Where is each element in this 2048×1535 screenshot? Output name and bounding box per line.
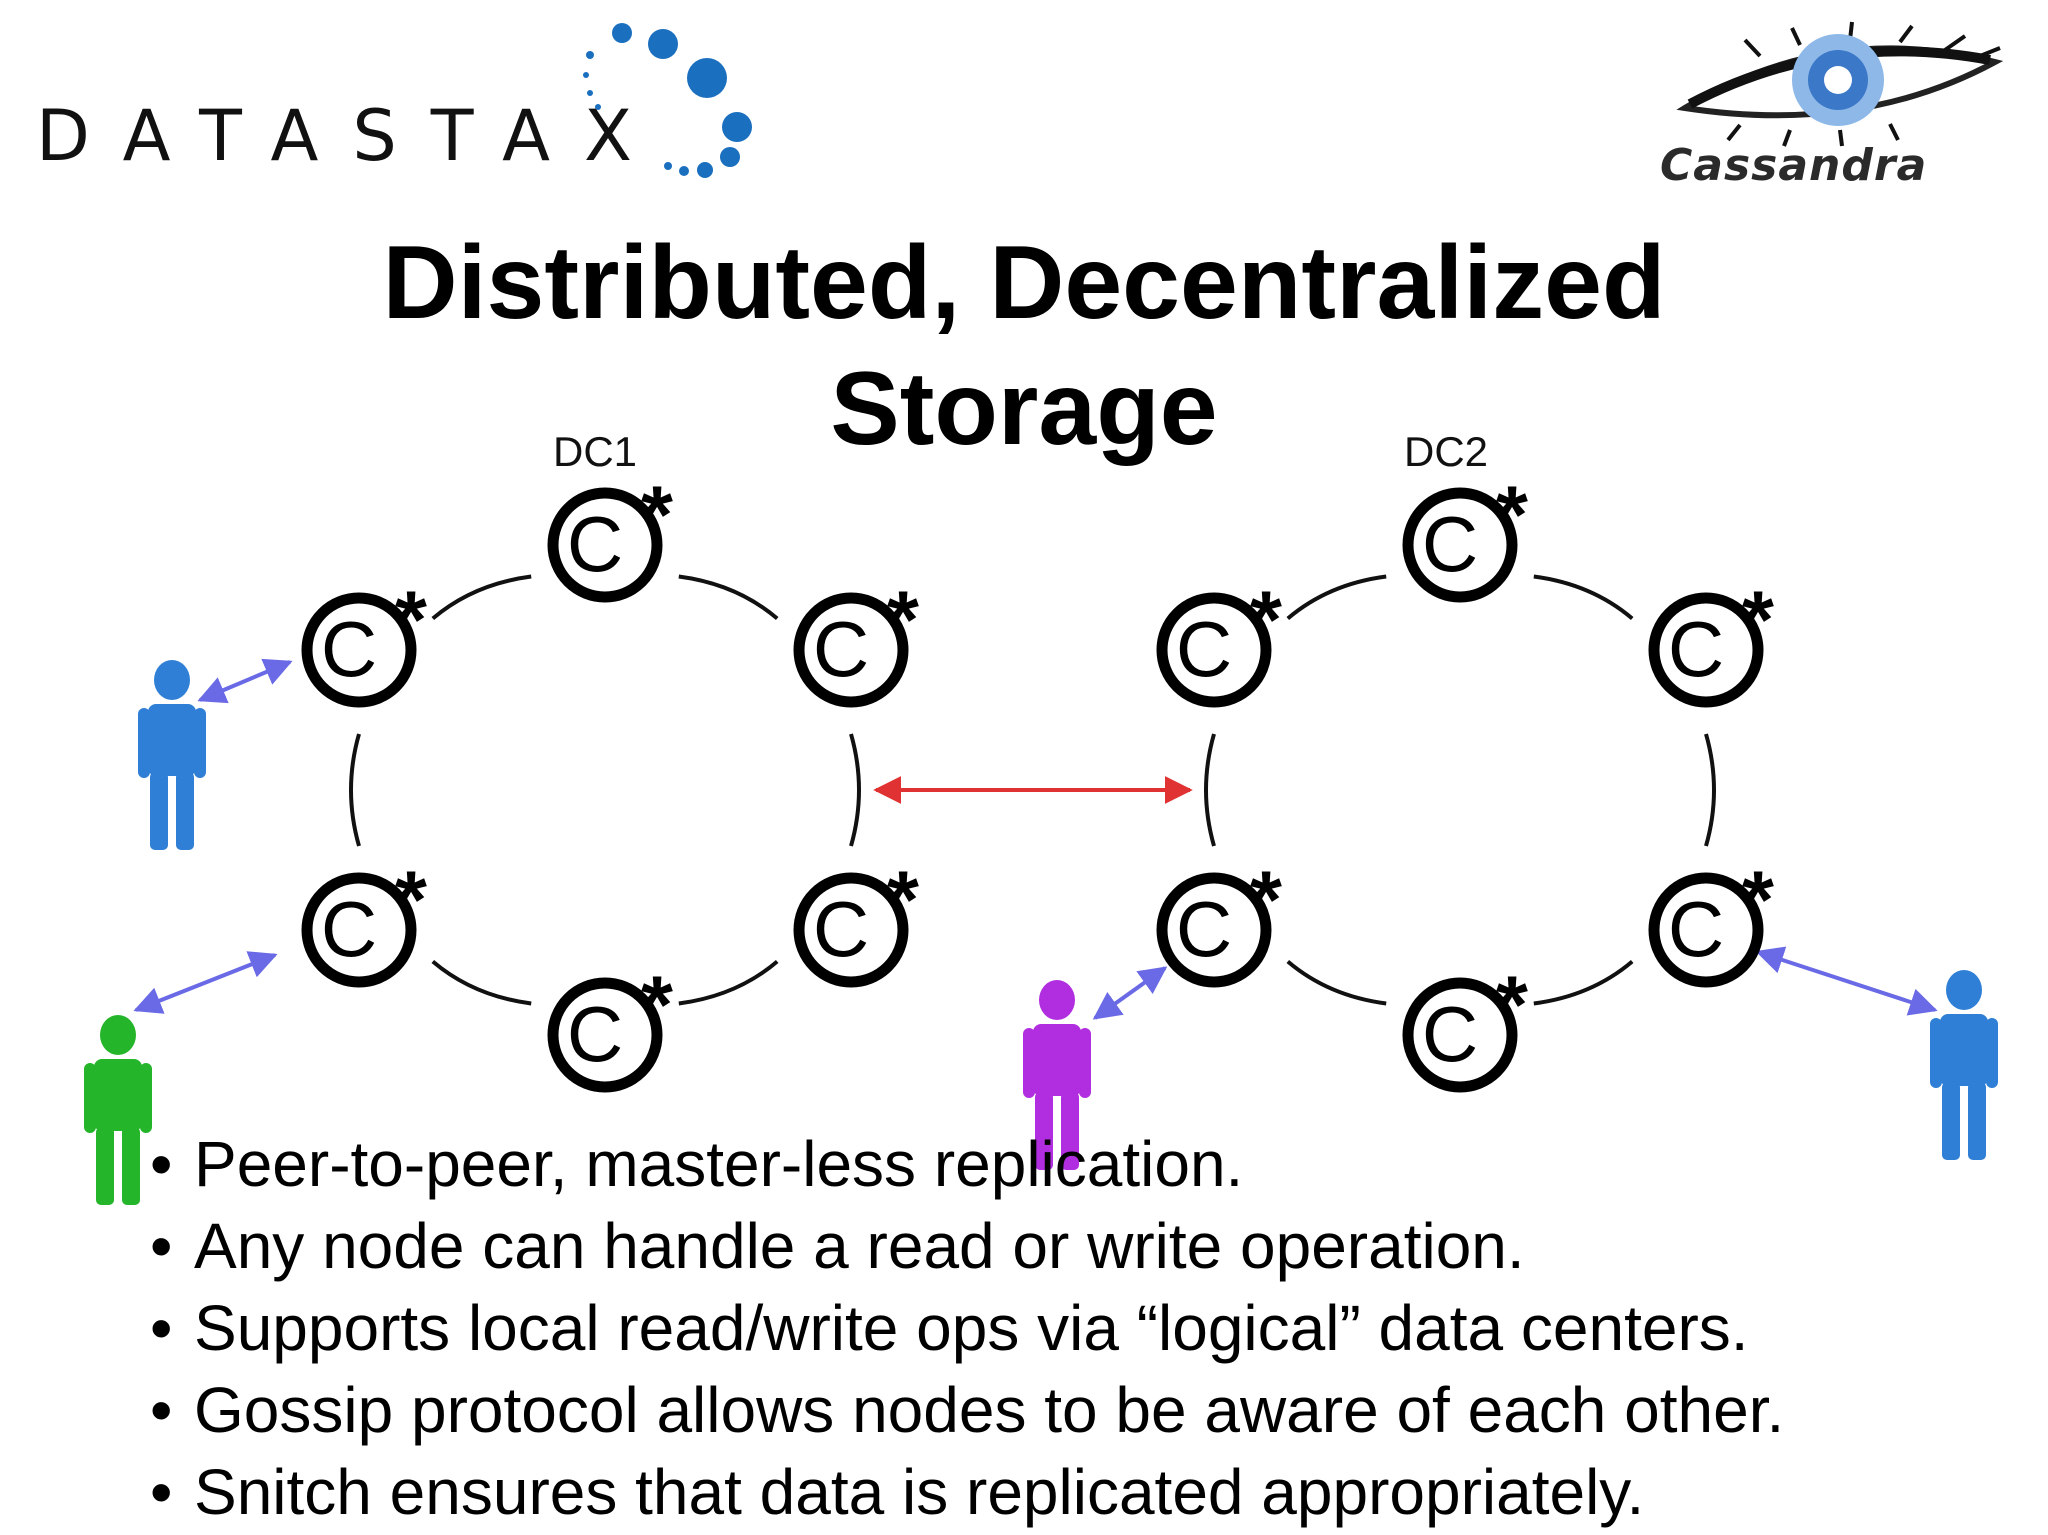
node-symbol: C xyxy=(813,605,869,693)
cassandra-node-icon: C* xyxy=(1402,960,1528,1093)
node-symbol-star: * xyxy=(1742,855,1774,946)
bullet-text: Any node can handle a read or write oper… xyxy=(194,1210,1525,1282)
bullet-item: • Snitch ensures that data is replicated … xyxy=(150,1451,1784,1533)
title-line-2: Storage xyxy=(830,351,1218,467)
client-link-arrow xyxy=(133,951,278,1014)
node-symbol: C xyxy=(321,605,377,693)
bullet-marker: • xyxy=(150,1128,173,1200)
cassandra-node-icon: C* xyxy=(1648,575,1774,708)
ring-arc xyxy=(678,959,779,1006)
bullet-marker: • xyxy=(150,1210,173,1282)
ring-arc xyxy=(678,574,779,621)
cassandra-node-icon: C* xyxy=(1156,575,1282,708)
person-icon xyxy=(138,660,206,850)
node-symbol: C xyxy=(1668,605,1724,693)
client-links xyxy=(133,658,1938,1020)
bullet-item: • Peer-to-peer, master-less replication. xyxy=(150,1123,1784,1205)
node-symbol-star: * xyxy=(1250,855,1282,946)
node-symbol: C xyxy=(1422,990,1478,1078)
node-symbol-star: * xyxy=(1742,575,1774,666)
ring-arc xyxy=(1704,733,1716,847)
bullet-item: • Gossip protocol allows nodes to be awar… xyxy=(150,1369,1784,1451)
datastax-wordmark: DATASTAX xyxy=(36,95,666,177)
bullet-marker: • xyxy=(150,1456,173,1528)
node-symbol-star: * xyxy=(641,960,673,1051)
bullet-item: • Any node can handle a read or write ope… xyxy=(150,1205,1784,1287)
cassandra-eye-icon xyxy=(1676,21,2004,147)
node-symbol-star: * xyxy=(395,575,427,666)
node-symbol-star: * xyxy=(641,470,673,561)
ring-connections xyxy=(349,574,1716,1006)
bullet-marker: • xyxy=(150,1374,173,1446)
node-symbol-star: * xyxy=(887,575,919,666)
node-symbol: C xyxy=(1668,885,1724,973)
person-icon xyxy=(1930,970,1998,1160)
ring-arc xyxy=(1286,574,1387,621)
node-symbol-star: * xyxy=(1250,575,1282,666)
bullet-text: Snitch ensures that data is replicated a… xyxy=(194,1456,1645,1528)
client-link-arrow xyxy=(197,658,293,704)
person-icon xyxy=(1023,980,1091,1170)
bullet-list: •Peer-to-peer, master-less replication. … xyxy=(150,1123,1784,1533)
node-symbol-star: * xyxy=(395,855,427,946)
clients xyxy=(84,660,1998,1205)
node-symbol: C xyxy=(813,885,869,973)
ring-arc xyxy=(431,574,532,621)
node-symbol: C xyxy=(1176,885,1232,973)
bullet-item: • Supports local read/write ops via “logi… xyxy=(150,1287,1784,1369)
ring-arc xyxy=(1533,959,1634,1006)
bullet-text: Gossip protocol allows nodes to be aware… xyxy=(194,1374,1785,1446)
bullet-text: Peer-to-peer, master-less replication. xyxy=(194,1128,1244,1200)
cassandra-node-icon: C* xyxy=(793,575,919,708)
node-symbol: C xyxy=(567,990,623,1078)
cassandra-node-icon: C* xyxy=(547,470,673,603)
node-symbol-star: * xyxy=(1496,470,1528,561)
client-link-arrow xyxy=(1755,946,1938,1016)
ring-arc xyxy=(1204,733,1216,847)
cassandra-node-icon: C* xyxy=(793,855,919,988)
title-line-1: Distributed, Decentralized xyxy=(382,225,1666,341)
slide-title: Distributed, Decentralized Storage xyxy=(0,220,2048,472)
datastax-logo-dots xyxy=(583,23,752,178)
ring-arc xyxy=(849,733,861,847)
node-symbol: C xyxy=(567,500,623,588)
node-symbol: C xyxy=(1422,500,1478,588)
cassandra-node-icon: C* xyxy=(1648,855,1774,988)
node-symbol: C xyxy=(1176,605,1232,693)
person-icon xyxy=(84,1015,152,1205)
cassandra-node-icon: C* xyxy=(547,960,673,1093)
node-symbol-star: * xyxy=(1496,960,1528,1051)
dc1-label: DC1 xyxy=(553,428,638,475)
cassandra-node-icon: C* xyxy=(1156,855,1282,988)
cassandra-node-icon: C* xyxy=(1402,470,1528,603)
node-symbol: C xyxy=(321,885,377,973)
node-symbol-star: * xyxy=(887,855,919,946)
cassandra-node-icon: C* xyxy=(301,855,427,988)
ring-arc xyxy=(349,733,361,847)
ring-arc xyxy=(431,959,532,1006)
ring-arc xyxy=(1533,574,1634,621)
cassandra-node-icon: C* xyxy=(301,575,427,708)
dc2-label: DC2 xyxy=(1404,428,1489,475)
cassandra-wordmark: Cassandra xyxy=(1660,140,1928,191)
ring-arc xyxy=(1286,959,1387,1006)
client-link-arrow xyxy=(1092,966,1168,1020)
bullet-text: Supports local read/write ops via “logic… xyxy=(194,1292,1749,1364)
cassandra-nodes: C*C*C*C*C*C*C*C*C*C*C*C* xyxy=(301,470,1774,1093)
bullet-marker: • xyxy=(150,1292,173,1364)
